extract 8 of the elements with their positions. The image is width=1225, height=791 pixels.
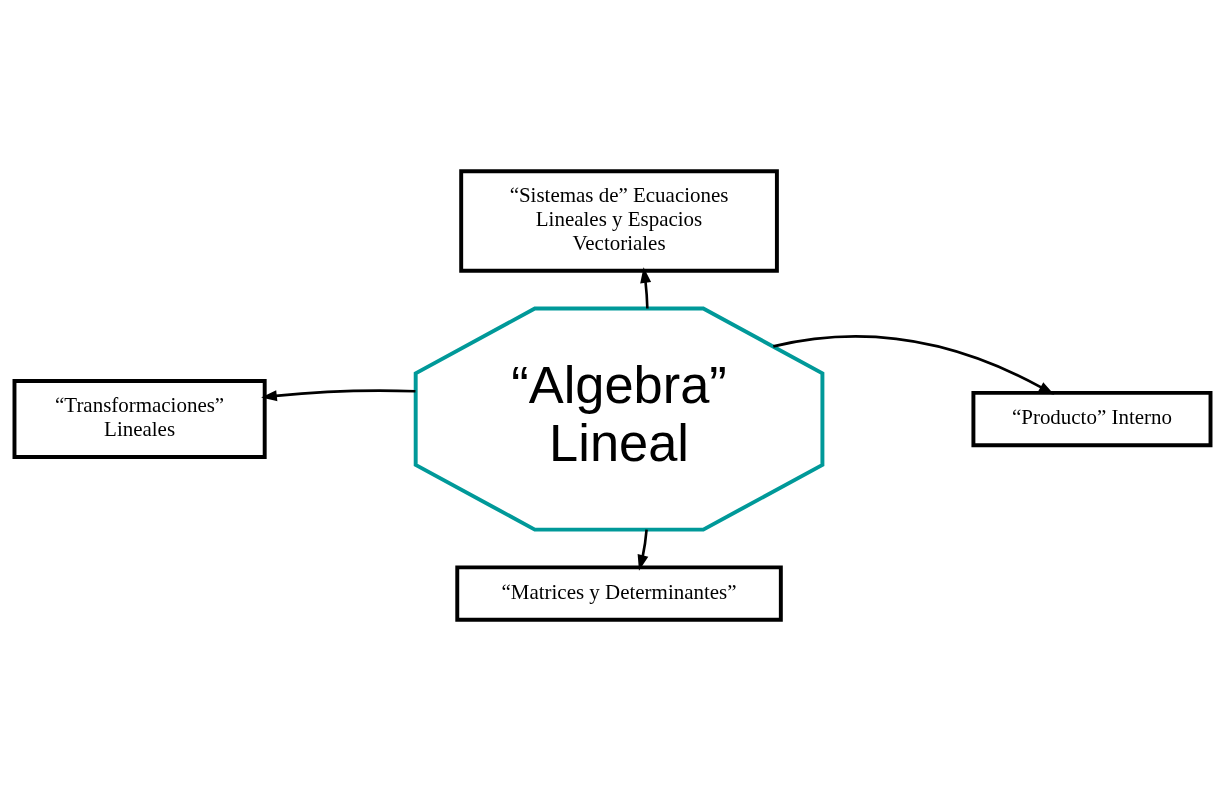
arrow xyxy=(640,267,652,309)
node-box: “Sistemas de” Ecuaciones Lineales y Espacios Vectoriales xyxy=(459,169,779,273)
arrow xyxy=(637,529,649,571)
arrow xyxy=(773,335,1055,395)
node-box: “Producto” Interno xyxy=(971,390,1213,448)
node-box: “Transformaciones” Lineales xyxy=(12,379,267,460)
arrow xyxy=(261,389,416,402)
node-box: “Matrices y Determinantes” xyxy=(455,565,783,622)
